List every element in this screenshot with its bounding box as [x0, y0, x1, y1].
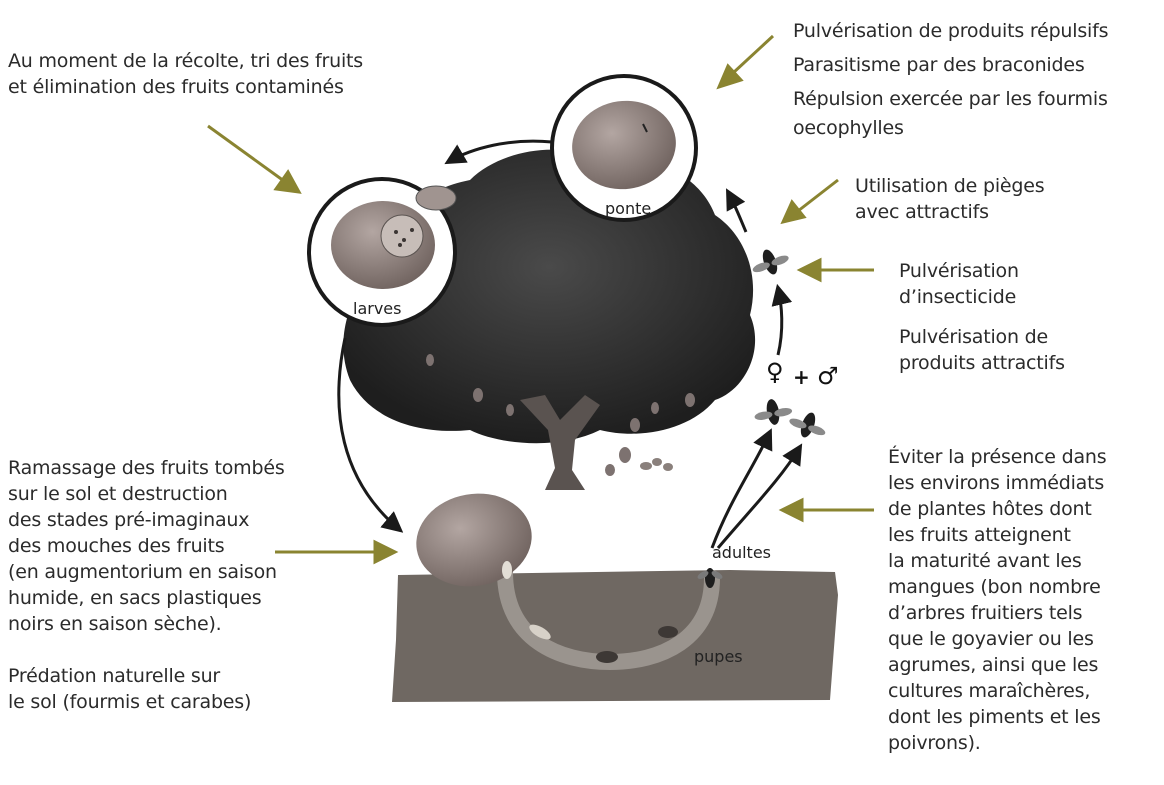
- pupa-2: [658, 626, 678, 638]
- soil-section: pupes: [392, 570, 838, 702]
- annotation-egg-laying: Pulvérisation de produits répulsifs Para…: [793, 14, 1108, 140]
- plus-sign: +: [793, 365, 810, 389]
- annotation-insecticide-line-1: Pulvérisation: [899, 258, 1019, 284]
- pupa-1: [596, 651, 618, 663]
- stage-label-larves: larves: [353, 299, 401, 318]
- annotation-traps-line-1: Utilisation de pièges: [855, 173, 1044, 199]
- annotation-host-plants-line-6: mangues (bon nombre: [888, 574, 1106, 600]
- annotation-predation-line-1: Prédation naturelle sur: [8, 663, 251, 689]
- ponte-circle: ponte: [552, 76, 696, 220]
- annotation-host-plants-line-4: les fruits atteignent: [888, 522, 1106, 548]
- annotation-attractants: Pulvérisation de produits attractifs: [899, 324, 1065, 376]
- annotation-host-plants-line-5: la maturité avant les: [888, 548, 1106, 574]
- arrow-traps-annotation: [783, 180, 838, 222]
- annotation-host-plants-line-10: cultures maraîchères,: [888, 678, 1106, 704]
- annotation-fallen-fruit-line-5: (en augmentorium en saison: [8, 559, 285, 585]
- annotation-host-plants-line-1: Éviter la présence dans: [888, 444, 1106, 470]
- annotation-host-plants-line-3: de plantes hôtes dont: [888, 496, 1106, 522]
- annotation-egg-laying-line-3: Répulsion exercée par les fourmis: [793, 82, 1108, 116]
- fly-adult-top: [748, 243, 793, 280]
- annotation-predation: Prédation naturelle sur le sol (fourmis …: [8, 663, 251, 715]
- annotation-traps: Utilisation de pièges avec attractifs: [855, 173, 1044, 225]
- annotation-egg-laying-line-2: Parasitisme par des braconides: [793, 48, 1108, 82]
- arrow-mating-to-adult: [778, 288, 782, 355]
- larves-circle: larves: [309, 179, 456, 325]
- arrow-soil-to-female: [712, 432, 770, 548]
- annotation-fallen-fruit-line-4: des mouches des fruits: [8, 533, 285, 559]
- stage-label-ponte: ponte: [605, 199, 651, 218]
- stage-label-pupes: pupes: [694, 647, 743, 666]
- fallen-mangoes: [640, 458, 673, 471]
- arrow-fallen-fruit-annotation: [275, 542, 395, 562]
- annotation-harvest: Au moment de la récolte, tri des fruits …: [8, 48, 363, 100]
- annotation-host-plants-line-12: poivrons).: [888, 730, 1106, 756]
- annotation-host-plants-line-7: d’arbres fruitiers tels: [888, 600, 1106, 626]
- annotation-host-plants-line-9: agrumes, ainsi que les: [888, 652, 1106, 678]
- annotation-host-plants-line-2: les environs immédiats: [888, 470, 1106, 496]
- annotation-attractants-line-2: produits attractifs: [899, 350, 1065, 376]
- arrow-insecticide-annotation: [800, 260, 874, 280]
- arrow-ponte-annotation: [719, 36, 773, 87]
- annotation-harvest-line-2: et élimination des fruits contaminés: [8, 74, 363, 100]
- annotation-insecticide-line-2: d’insecticide: [899, 284, 1019, 310]
- arrow-host-plants-annotation: [782, 500, 874, 520]
- annotation-insecticide: Pulvérisation d’insecticide: [899, 258, 1019, 310]
- annotation-fallen-fruit-line-2: sur le sol et destruction: [8, 481, 285, 507]
- annotation-host-plants-line-11: dont les piments et les: [888, 704, 1106, 730]
- annotation-fallen-fruit-line-7: noirs en saison sèche).: [8, 611, 285, 637]
- male-symbol: ♂: [817, 362, 839, 390]
- annotation-attractants-line-1: Pulvérisation de: [899, 324, 1065, 350]
- fly-male: [786, 406, 831, 443]
- annotation-traps-line-2: avec attractifs: [855, 199, 1044, 225]
- annotation-host-plants-line-8: que le goyavier ou les: [888, 626, 1106, 652]
- annotation-egg-laying-line-1: Pulvérisation de produits répulsifs: [793, 14, 1108, 48]
- annotation-egg-laying-line-4: oecophylles: [793, 116, 1108, 140]
- annotation-fallen-fruit-line-6: humide, en sacs plastiques: [8, 585, 285, 611]
- annotation-harvest-line-1: Au moment de la récolte, tri des fruits: [8, 48, 363, 74]
- annotation-fallen-fruit-line-1: Ramassage des fruits tombés: [8, 455, 285, 481]
- arrow-adult-to-ponte: [728, 192, 746, 232]
- fly-female: [752, 396, 794, 428]
- annotation-predation-line-2: le sol (fourmis et carabes): [8, 689, 251, 715]
- cut-slice: [416, 186, 456, 210]
- annotation-host-plants: Éviter la présence dans les environs imm…: [888, 444, 1106, 756]
- annotation-fallen-fruit: Ramassage des fruits tombés sur le sol e…: [8, 455, 285, 637]
- arrow-harvest-annotation: [208, 126, 299, 192]
- larvae-cavity: [381, 215, 423, 257]
- female-symbol: ♀: [766, 358, 784, 386]
- arrow-soil-to-male: [718, 447, 800, 548]
- emerging-larva: [502, 561, 512, 579]
- annotation-fallen-fruit-line-3: des stades pré-imaginaux: [8, 507, 285, 533]
